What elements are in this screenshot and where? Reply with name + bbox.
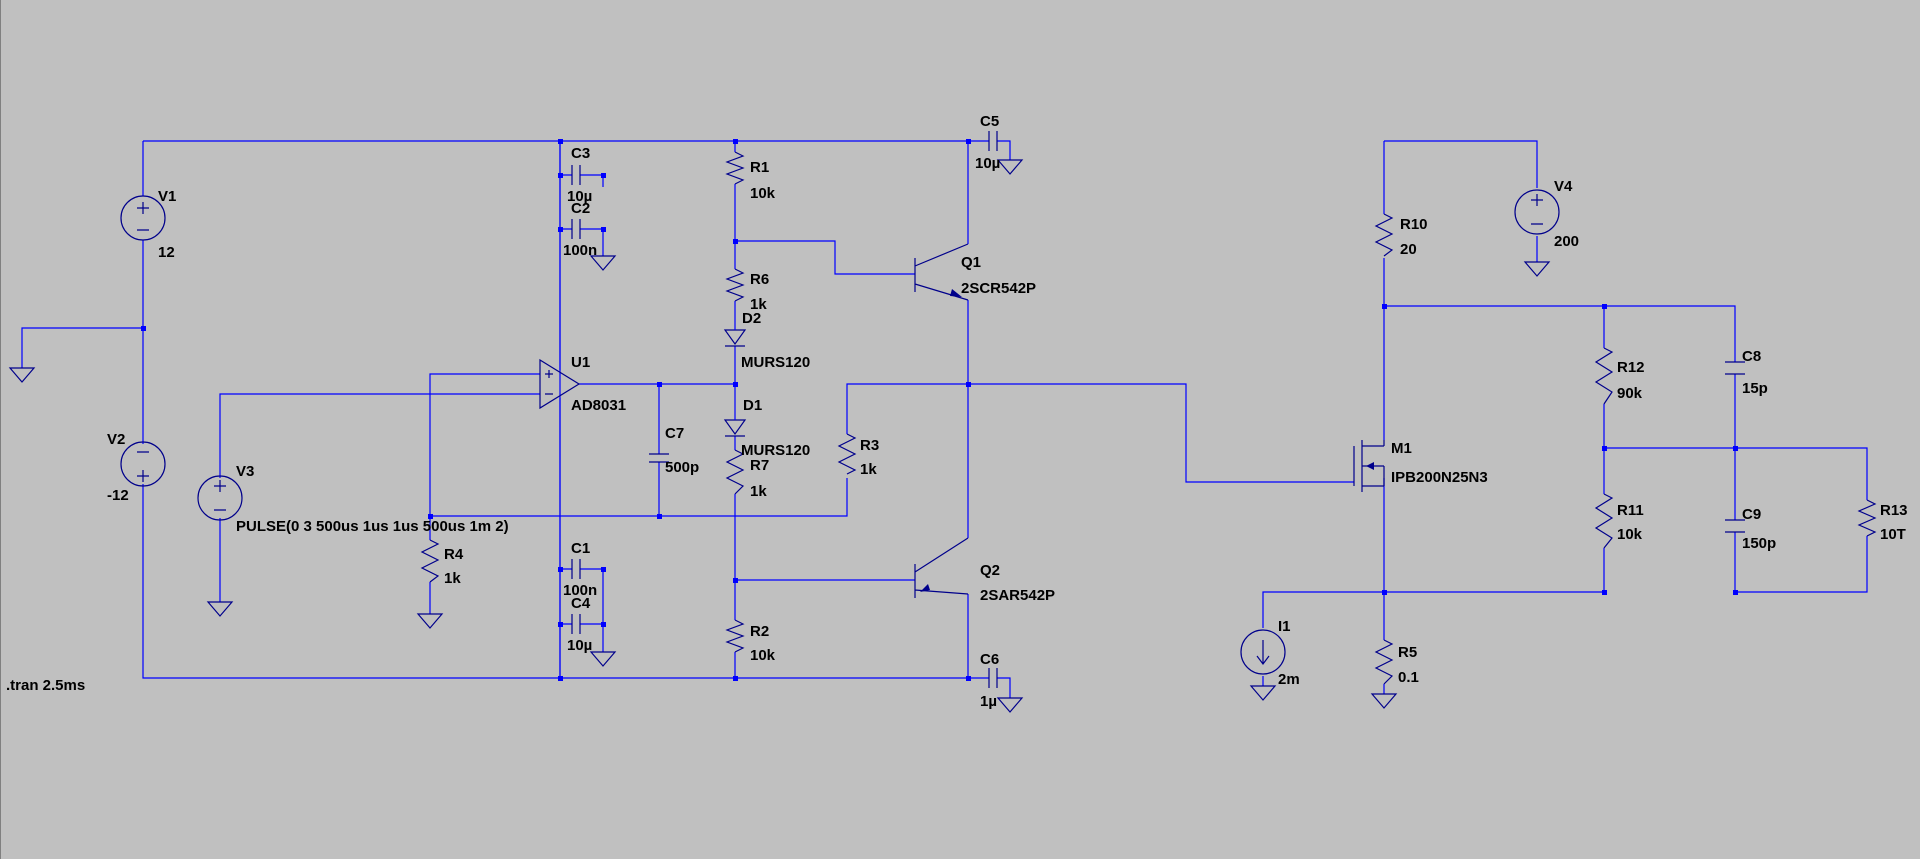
label-c4-value: 10µ <box>567 637 592 654</box>
label-i1-value: 2m <box>1278 671 1300 688</box>
label-r4-name: R4 <box>444 546 464 563</box>
label-c5-name: C5 <box>980 113 999 130</box>
label-q2-name: Q2 <box>980 562 1000 579</box>
label-c4-name: C4 <box>571 595 591 612</box>
label-q2-value: 2SAR542P <box>980 587 1055 604</box>
voltage-source-v3[interactable] <box>197 475 243 521</box>
label-v4-value: 200 <box>1554 233 1579 250</box>
label-r13-value: 10T <box>1880 526 1906 543</box>
label-c6-name: C6 <box>980 651 999 668</box>
label-r10-name: R10 <box>1400 216 1428 233</box>
label-r6-value: 1k <box>750 296 767 313</box>
label-r11-name: R11 <box>1617 502 1644 519</box>
resistor-r4[interactable] <box>420 539 440 583</box>
label-r6-name: R6 <box>750 271 769 288</box>
transistor-q2[interactable] <box>914 537 969 598</box>
resistor-r11[interactable] <box>1594 493 1614 549</box>
resistor-r1[interactable] <box>725 151 745 185</box>
opamp-u1[interactable] <box>539 358 581 410</box>
wires <box>21 140 1868 698</box>
resistor-r5[interactable] <box>1374 639 1394 685</box>
resistor-r12[interactable] <box>1594 347 1614 405</box>
resistor-r7[interactable] <box>725 449 745 495</box>
label-r2-name: R2 <box>750 623 769 640</box>
label-v2-value: -12 <box>107 487 129 504</box>
label-d1-name: D1 <box>743 397 762 414</box>
label-u1-name: U1 <box>571 354 590 371</box>
label-v2-name: V2 <box>107 431 125 448</box>
capacitor-c5[interactable] <box>988 131 998 151</box>
label-r4-value: 1k <box>444 570 461 587</box>
capacitor-c7[interactable] <box>649 438 669 478</box>
resistor-r2[interactable] <box>725 619 745 653</box>
label-c8-name: C8 <box>1742 348 1761 365</box>
label-c9-name: C9 <box>1742 506 1761 523</box>
label-c3-name: C3 <box>571 145 590 162</box>
label-r13-name: R13 <box>1880 502 1908 519</box>
label-d1-value: MURS120 <box>741 442 810 459</box>
resistor-r13[interactable] <box>1857 499 1877 537</box>
label-u1-value: AD8031 <box>571 397 626 414</box>
label-c2-value: 100n <box>563 242 597 259</box>
ground-symbols <box>8 159 1551 713</box>
resistor-r10[interactable] <box>1374 213 1394 257</box>
label-r1-name: R1 <box>750 159 769 176</box>
label-r3-name: R3 <box>860 437 879 454</box>
diode-d2[interactable] <box>723 322 747 347</box>
label-r5-name: R5 <box>1398 644 1417 661</box>
label-r7-value: 1k <box>750 483 767 500</box>
label-r2-value: 10k <box>750 647 776 664</box>
label-r12-value: 90k <box>1617 385 1643 402</box>
spice-directive-tran[interactable]: .tran 2.5ms <box>6 677 85 694</box>
label-c1-name: C1 <box>571 540 590 557</box>
voltage-source-v4[interactable] <box>1514 189 1560 235</box>
label-c6-value: 1µ <box>980 693 997 710</box>
label-c5-value: 10µ <box>975 155 1000 172</box>
label-d2-value: MURS120 <box>741 354 810 371</box>
label-m1-value: IPB200N25N3 <box>1391 469 1488 486</box>
label-c1-value: 100n <box>563 582 597 599</box>
label-c7-name: C7 <box>665 425 684 442</box>
label-m1-name: M1 <box>1391 440 1412 457</box>
label-r1-value: 10k <box>750 185 776 202</box>
label-r11-value: 10k <box>1617 526 1643 543</box>
resistor-r6[interactable] <box>725 268 745 302</box>
label-d2-name: D2 <box>742 310 761 327</box>
label-c7-value: 500p <box>665 459 699 476</box>
transistor-q1[interactable] <box>914 243 969 301</box>
capacitor-c9[interactable] <box>1725 519 1745 533</box>
label-v3-name: V3 <box>236 463 254 480</box>
capacitor-c6[interactable] <box>988 668 998 688</box>
current-source-i1[interactable] <box>1240 629 1286 675</box>
mosfet-m1[interactable] <box>1353 440 1385 492</box>
label-c9-value: 150p <box>1742 535 1776 552</box>
label-v1-name: V1 <box>158 188 176 205</box>
label-v4-name: V4 <box>1554 178 1573 195</box>
label-r3-value: 1k <box>860 461 877 478</box>
label-c2-name: C2 <box>571 200 590 217</box>
capacitor-c2[interactable] <box>571 219 581 239</box>
label-c3-value: 10µ <box>567 188 592 205</box>
junctions <box>141 139 1738 681</box>
capacitor-c4[interactable] <box>571 614 581 634</box>
label-v3-value: PULSE(0 3 500us 1us 1us 500us 1m 2) <box>236 518 509 535</box>
label-i1-name: I1 <box>1278 618 1291 635</box>
voltage-source-v1[interactable] <box>120 195 166 241</box>
label-r5-value: 0.1 <box>1398 669 1419 686</box>
capacitor-c1[interactable] <box>571 559 581 579</box>
capacitor-c8[interactable] <box>1725 361 1745 375</box>
label-r12-name: R12 <box>1617 359 1645 376</box>
label-r7-name: R7 <box>750 457 769 474</box>
resistor-r3[interactable] <box>837 433 857 475</box>
label-v1-value: 12 <box>158 244 175 261</box>
diode-d1[interactable] <box>723 400 747 437</box>
capacitor-c3[interactable] <box>571 165 581 185</box>
label-q1-name: Q1 <box>961 254 981 271</box>
label-q1-value: 2SCR542P <box>961 280 1036 297</box>
label-c8-value: 15p <box>1742 380 1768 397</box>
label-r10-value: 20 <box>1400 241 1417 258</box>
component-labels: V1 12 V2 -12 V3 PULSE(0 3 500us 1us 1us … <box>107 113 1908 710</box>
voltage-source-v2[interactable] <box>120 441 166 487</box>
